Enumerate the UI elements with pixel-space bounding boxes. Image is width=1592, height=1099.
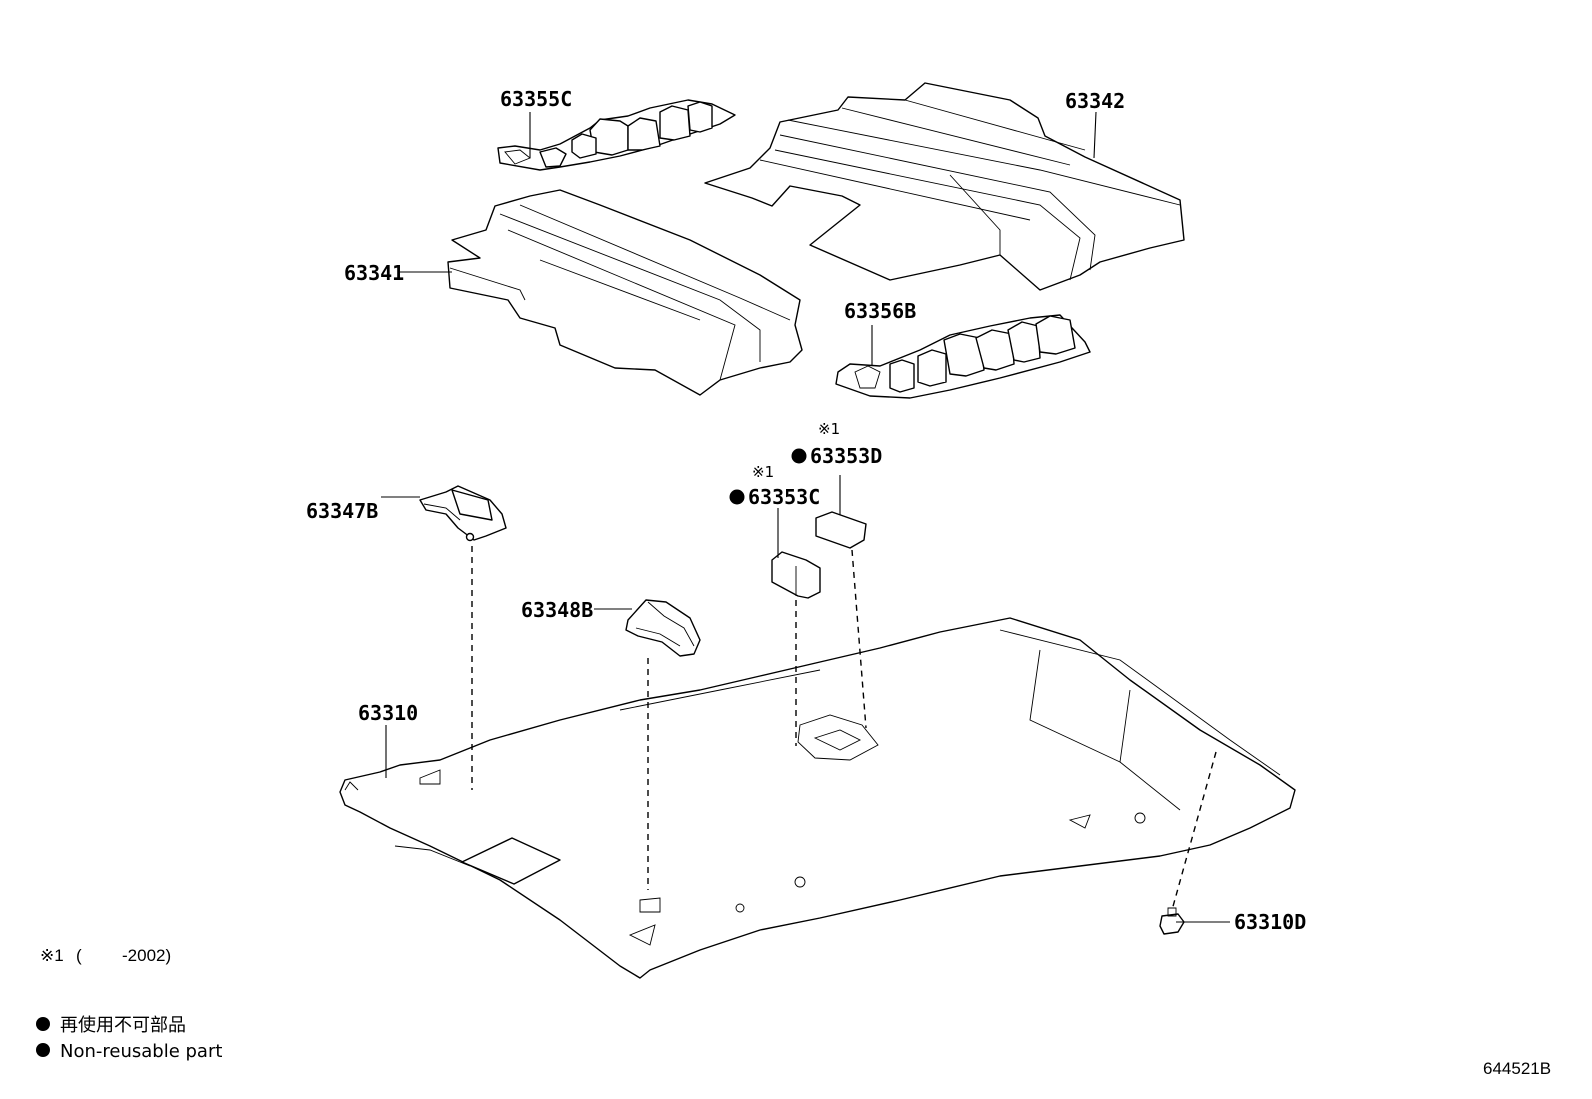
part-63348b-drawing: [625, 599, 701, 657]
legend-dot-en: [36, 1043, 50, 1057]
legend-dot-jp: [36, 1017, 50, 1031]
part-63310d-drawing: [1159, 907, 1185, 935]
part-63342-drawing: [704, 82, 1185, 291]
callout-63353d: 63353D: [810, 444, 882, 468]
non-reusable-dot-63353c: [729, 489, 745, 505]
callout-63353c: 63353C: [748, 485, 820, 509]
callout-63356b: 63356B: [844, 299, 916, 323]
part-63356b-drawing: [835, 314, 1091, 399]
footnote-open-paren: (: [76, 946, 82, 965]
part-63353d-drawing: [815, 511, 867, 549]
footnote-range: -2002): [122, 946, 171, 965]
part-63347b-drawing: [419, 485, 507, 542]
part-63353c-drawing: [771, 551, 821, 599]
callout-63347b: 63347B: [306, 499, 378, 523]
callout-63355c: 63355C: [500, 87, 572, 111]
leader-lines: [381, 111, 1230, 923]
note-mark-63353d: ※1: [818, 420, 840, 438]
callout-63342: 63342: [1065, 89, 1125, 113]
callout-63310d: 63310D: [1234, 910, 1306, 934]
legend-text-jp: 再使用不可部品: [60, 1015, 186, 1036]
callout-63310: 63310: [358, 701, 418, 725]
part-63341-drawing: [447, 189, 803, 396]
assembly-lines: [471, 546, 1217, 911]
footnote-mark: ※1: [40, 946, 64, 965]
callout-63348b: 63348B: [521, 598, 593, 622]
part-63310-drawing: [339, 617, 1296, 979]
legend-text-en: Non-reusable part: [60, 1041, 222, 1062]
note-mark-63353c: ※1: [752, 463, 774, 481]
callout-63341: 63341: [344, 261, 404, 285]
figure-id: 644521B: [1483, 1059, 1551, 1078]
non-reusable-dot-63353d: [791, 448, 807, 464]
part-63355c-drawing: [497, 99, 736, 171]
